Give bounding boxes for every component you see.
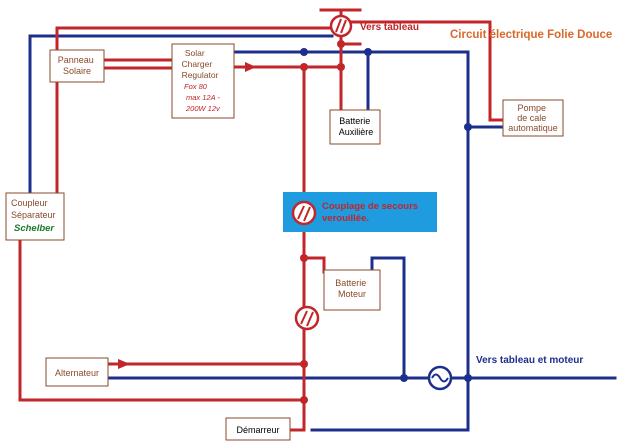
svg-text:Solar Charger Regu: Solar Charger Regulator <box>181 48 218 80</box>
diagram-title: Circuit électrique Folie Douce <box>450 29 612 41</box>
negative-wiring <box>28 34 617 432</box>
regulator-spec-line3: 200W 12v <box>185 104 221 113</box>
pompe-de-cale: Pompe de cale automatique <box>502 99 564 137</box>
label-vers-tableau-moteur: Vers tableau et moteur <box>476 355 583 366</box>
junction-dot <box>337 63 345 71</box>
demarreur: Démarreur <box>225 417 291 441</box>
blue-wire-batt-moteur <box>370 256 406 380</box>
label-vers-tableau: Vers tableau <box>360 22 419 33</box>
junction-dot <box>464 374 472 382</box>
red-wire-batt-moteur <box>302 256 326 274</box>
junction-dot <box>400 374 408 382</box>
batterie-auxiliaire: Batterie Auxilière <box>329 109 381 145</box>
red-wire-regulator-out <box>232 65 343 112</box>
pompe-label-line3: automatique <box>508 123 558 133</box>
fuse-moteur <box>294 305 320 331</box>
coupleur-separateur: Coupleur Séparateur Schelber <box>5 192 65 241</box>
junction-dot <box>300 360 308 368</box>
panneau-label-line1: Panneau <box>58 55 94 65</box>
blue-wire-top-left <box>28 34 334 195</box>
junctions <box>300 40 472 404</box>
couplage-line2: verouillée. <box>322 213 369 224</box>
alternateur: Alternateur <box>45 357 109 387</box>
junction-dot <box>464 123 472 131</box>
red-wire-main-vertical <box>288 65 306 432</box>
panneau-label-line2: Solaire <box>63 66 91 76</box>
batt-moteur-label-line2: Moteur <box>338 289 366 299</box>
svg-text:Coupleur Séparateur: Coupleur Séparateur <box>11 198 56 220</box>
junction-dot <box>300 63 308 71</box>
batterie-moteur: Batterie Moteur <box>323 269 381 311</box>
demarreur-label: Démarreur <box>236 425 279 435</box>
regulator-label-line3: Regulator <box>182 70 219 80</box>
arrow-alternator <box>118 359 130 369</box>
svg-text:Batterie Moteur: Batterie Moteur <box>335 278 369 299</box>
junction-dot <box>300 396 308 404</box>
svg-text:Panneau Solaire: Panneau Solaire <box>58 55 97 76</box>
regulator-label-line1: Solar <box>185 48 205 58</box>
svg-text:Pompe de cale auto: Pompe de cale automatique <box>508 103 558 133</box>
fuse-vers-tableau <box>329 14 353 38</box>
coupleur-label-line1: Coupleur <box>11 198 48 208</box>
coupleur-brand-schelber: Schelber <box>14 223 55 234</box>
junction-dot <box>364 48 372 56</box>
junction-dot <box>337 40 345 48</box>
label-couplage: Couplage de secours verouillée. <box>322 201 421 224</box>
pompe-label-line2: de cale <box>517 113 546 123</box>
shunt-negative <box>427 365 453 391</box>
regulator-spec-line2: max 12A - <box>186 93 220 102</box>
fuse-couplage <box>291 200 317 226</box>
svg-text:Fox 80 max 12A - 2: Fox 80 max 12A - 200W 12v <box>184 82 222 113</box>
coupleur-label-line2: Séparateur <box>11 210 56 220</box>
svg-text:Batterie Auxilière: Batterie Auxilière <box>339 116 374 137</box>
red-wire-coupleur-bottom <box>18 238 306 402</box>
blue-wire-main-bus <box>232 50 470 432</box>
regulator-label-line2: Charger <box>181 59 212 69</box>
pompe-label-line1: Pompe <box>517 103 546 113</box>
regulator-spec-line1: Fox 80 <box>184 82 208 91</box>
solar-charger-regulator: Solar Charger Regulator Fox 80 max 12A -… <box>171 43 235 119</box>
arrow-regulator <box>245 62 256 72</box>
alternateur-label: Alternateur <box>55 368 99 378</box>
batt-moteur-label-line1: Batterie <box>335 278 366 288</box>
panneau-solaire: Panneau Solaire <box>49 49 105 83</box>
junction-dot <box>300 254 308 262</box>
couplage-line1: Couplage de secours <box>322 201 418 212</box>
batt-aux-label-line2: Auxilière <box>339 127 374 137</box>
junction-dot <box>300 48 308 56</box>
batt-aux-label-line1: Batterie <box>339 116 370 126</box>
